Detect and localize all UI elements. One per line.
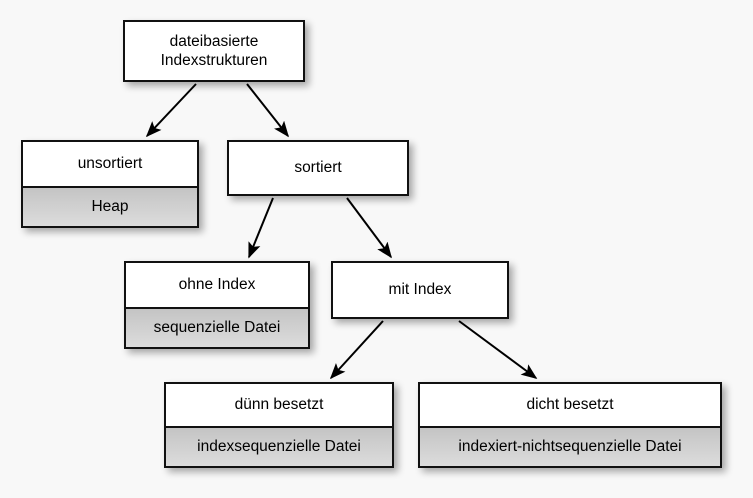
edge-root-to-sort	[246, 83, 289, 138]
node-withidx-title: mit Index	[333, 263, 507, 317]
edge-sort-to-noidx	[248, 197, 274, 259]
node-root-title: dateibasierte Indexstrukturen	[125, 22, 303, 80]
edge-sort-to-withidx	[346, 197, 392, 259]
node-noidx-subtitle: sequenzielle Datei	[126, 309, 308, 347]
node-sparse-subtitle: indexsequenzielle Datei	[166, 428, 392, 466]
node-noidx-title: ohne Index	[126, 263, 308, 309]
edge-withidx-to-sparse	[329, 320, 384, 380]
node-sort-title: sortiert	[229, 142, 407, 194]
node-unsort-title: unsortiert	[23, 142, 197, 188]
node-unsort-subtitle: Heap	[23, 188, 197, 226]
node-dense-title: dicht besetzt	[420, 384, 720, 428]
node-sort[interactable]: sortiert	[227, 140, 409, 196]
node-root[interactable]: dateibasierte Indexstrukturen	[123, 20, 305, 82]
node-dense-subtitle: indexiert-nichtsequenzielle Datei	[420, 428, 720, 466]
node-sparse-title: dünn besetzt	[166, 384, 392, 428]
node-withidx[interactable]: mit Index	[331, 261, 509, 319]
edge-root-to-unsort	[145, 83, 197, 138]
edge-withidx-to-dense	[458, 320, 538, 379]
